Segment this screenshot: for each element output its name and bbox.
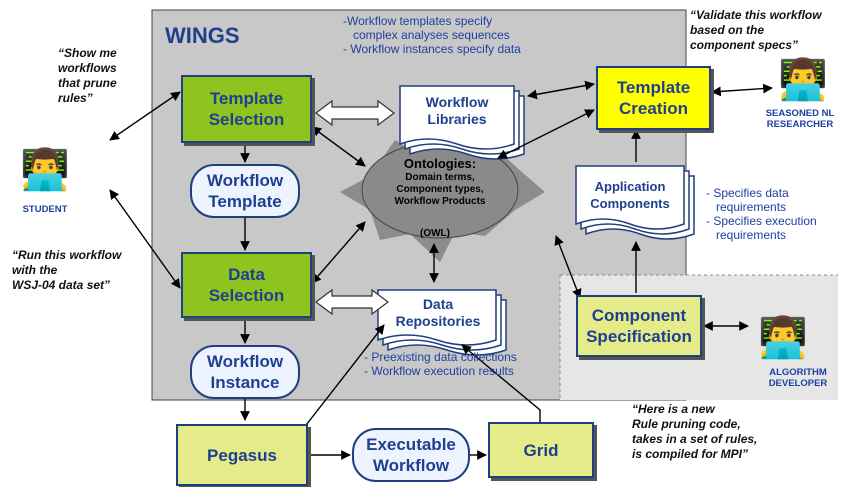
hollow-arrow-top bbox=[315, 99, 395, 127]
student-role-label: STUDENT bbox=[22, 204, 68, 215]
hollow-arrow-bottom bbox=[315, 288, 389, 316]
workflow-instance-pill[interactable]: Workflow Instance bbox=[190, 345, 300, 399]
person-at-computer-icon: 👨‍💻 bbox=[758, 316, 808, 360]
ontology-items: Domain terms, Component types, Workflow … bbox=[394, 172, 486, 207]
components-note: - Specifies data requirements - Specifie… bbox=[706, 186, 817, 242]
developer-role-label: ALGORITHM DEVELOPER bbox=[768, 367, 828, 389]
researcher-role-label: SEASONED NL RESEARCHER bbox=[765, 108, 835, 130]
researcher-quote: “Validate this workflow based on the com… bbox=[690, 8, 822, 52]
application-components-doc bbox=[575, 165, 695, 240]
template-selection-box[interactable]: Template Selection bbox=[181, 75, 312, 143]
workflow-libraries-doc bbox=[399, 85, 525, 160]
student-quote-top: “Show me workflows that prune rules” bbox=[58, 46, 117, 105]
developer-quote: “Here is a new Rule pruning code, takes … bbox=[632, 402, 758, 461]
data-repositories-doc bbox=[377, 289, 507, 356]
ontology-title: Ontologies: bbox=[403, 156, 477, 171]
data-repositories-label: Data Repositories bbox=[395, 296, 481, 329]
grid-box[interactable]: Grid bbox=[488, 422, 594, 478]
templates-note: -Workflow templates specify complex anal… bbox=[343, 14, 521, 56]
executable-workflow-pill[interactable]: Executable Workflow bbox=[352, 428, 470, 482]
wings-title: WINGS bbox=[165, 23, 240, 48]
data-selection-box[interactable]: Data Selection bbox=[181, 252, 312, 318]
ontology-owl: (OWL) bbox=[420, 228, 450, 239]
data-note: - Preexisting data collections - Workflo… bbox=[364, 350, 517, 378]
component-specification-box[interactable]: Component Specification bbox=[576, 295, 702, 357]
person-at-computer-icon: 👨‍💻 bbox=[778, 58, 828, 102]
workflow-template-pill[interactable]: Workflow Template bbox=[190, 164, 300, 218]
workflow-libraries-label: Workflow Libraries bbox=[425, 94, 489, 127]
student-quote-bottom: “Run this workflow with the WSJ-04 data … bbox=[12, 248, 122, 292]
template-creation-box[interactable]: Template Creation bbox=[596, 66, 711, 130]
person-at-computer-icon: 👨‍💻 bbox=[20, 148, 70, 192]
application-components-label: Application Components bbox=[590, 179, 670, 211]
pegasus-box[interactable]: Pegasus bbox=[176, 424, 308, 486]
